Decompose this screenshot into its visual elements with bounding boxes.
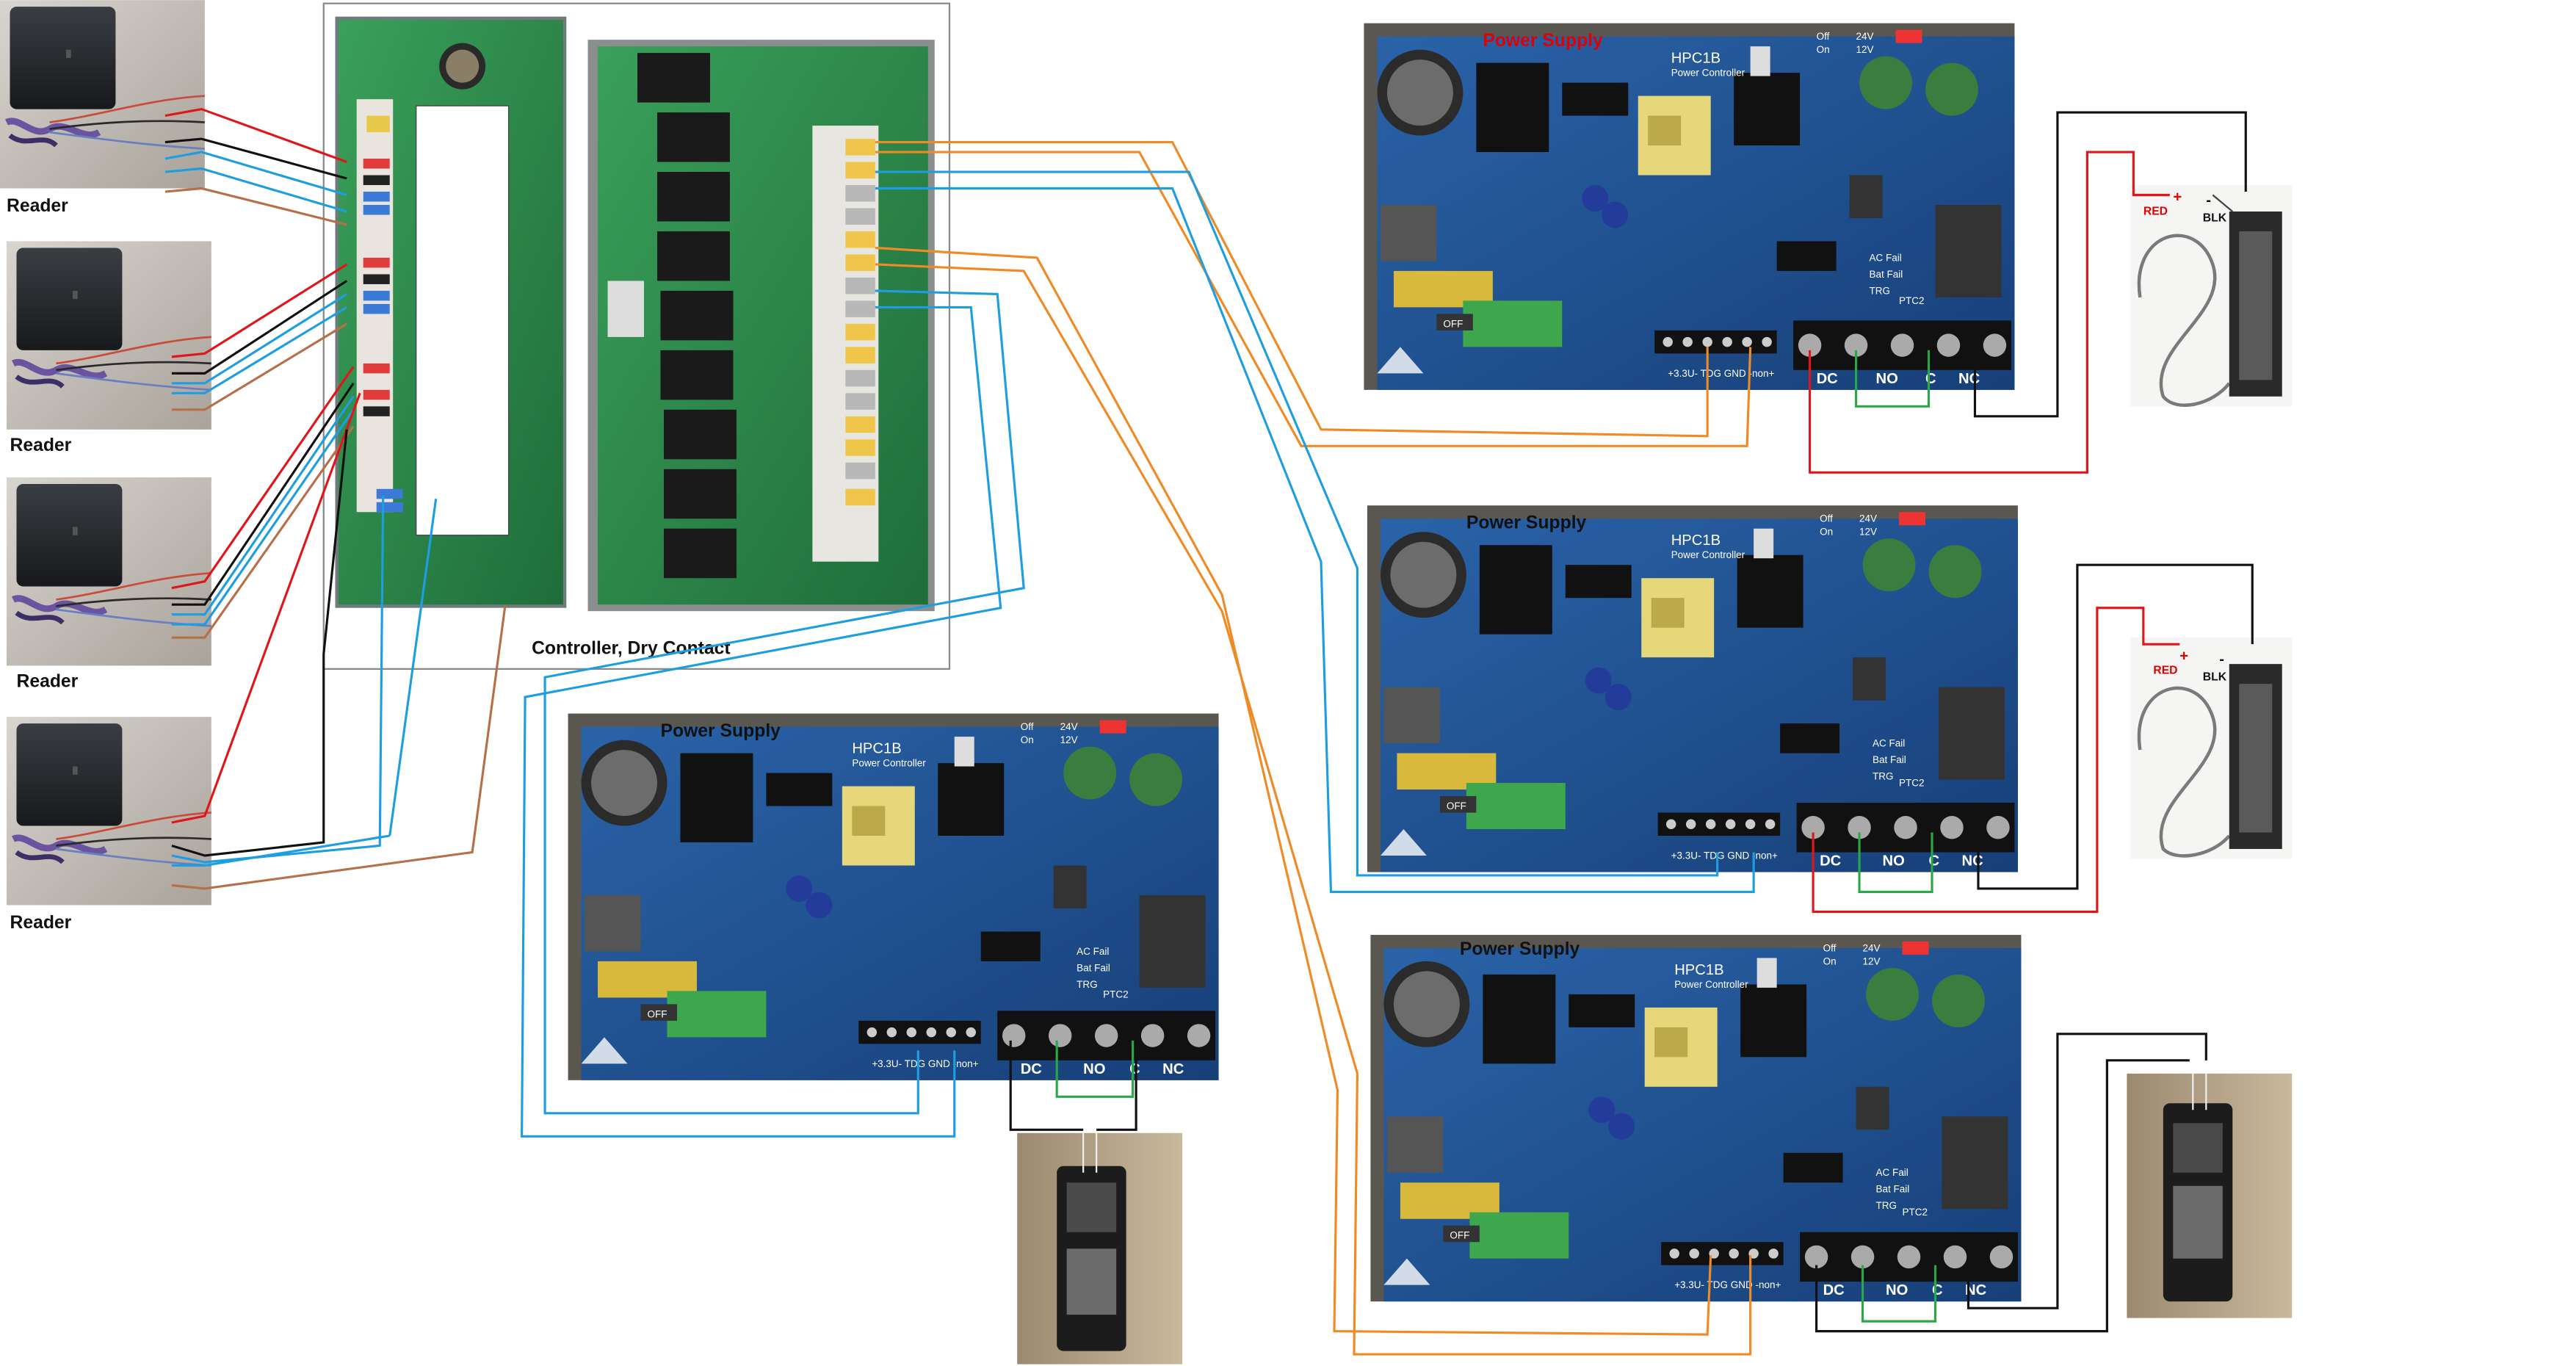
board-bat-fail-1: Bat Fail	[1870, 269, 1903, 280]
board-trg-3: TRG	[1077, 979, 1097, 990]
board-ptc2-1: PTC2	[1899, 295, 1924, 306]
reader-wires	[164, 107, 507, 890]
board-volt-12-2: 12V	[1859, 527, 1877, 538]
board-volt-12-3: 12V	[1060, 734, 1078, 745]
board-switch-on-1: On	[1817, 44, 1830, 55]
board-model-1: HPC1B	[1671, 51, 1721, 67]
board-volt-12-1: 12V	[1856, 44, 1874, 55]
board-ptc2-3: PTC2	[1103, 989, 1128, 1000]
board-ac-fail-3: AC Fail	[1077, 946, 1109, 957]
board-switch-on-4: On	[1823, 955, 1837, 966]
maglock-red-plus-1: RED	[2143, 205, 2168, 217]
board-switch-off-2: Off	[1820, 513, 1833, 524]
reader-label-2: Reader	[10, 436, 71, 455]
board-bat-fail-3: Bat Fail	[1077, 962, 1110, 973]
board-term-label-1: +3.3U- TDG GND -non+	[1668, 368, 1774, 379]
board-ptc2-4: PTC2	[1903, 1207, 1928, 1218]
board-ac-fail-2: AC Fail	[1873, 738, 1905, 749]
board-trg-2: TRG	[1873, 771, 1893, 782]
board-volt-24-4: 24V	[1863, 942, 1881, 953]
board-ac-fail-4: AC Fail	[1876, 1167, 1909, 1178]
term-nc-3: NC	[1162, 1061, 1184, 1077]
board-model-4: HPC1B	[1674, 962, 1723, 978]
board-volt-12-4: 12V	[1863, 955, 1881, 966]
board-sub-3: Power Controller	[852, 758, 926, 769]
term-nc-4: NC	[1965, 1282, 1987, 1298]
term-dc-4: DC	[1823, 1282, 1845, 1298]
board-volt-24-2: 24V	[1859, 513, 1877, 524]
lock-wires	[1009, 111, 2254, 1333]
board-switch-off-4: Off	[1823, 942, 1837, 953]
term-nc-1: NC	[1958, 371, 1980, 387]
blue-wires	[521, 170, 1755, 1138]
door-strike-1	[1017, 1132, 1183, 1365]
door-strike-2	[2127, 1073, 2293, 1318]
term-no-3: NO	[1083, 1061, 1105, 1077]
board-model-3: HPC1B	[852, 741, 901, 757]
reader-1	[0, 0, 205, 188]
board-trg-1: TRG	[1870, 285, 1890, 296]
term-c-4: C	[1932, 1282, 1943, 1298]
term-no-1: NO	[1876, 371, 1898, 387]
term-no-2: NO	[1883, 853, 1905, 869]
board-term-label-4: +3.3U- TDG GND -non+	[1674, 1279, 1781, 1290]
board-off-2: OFF	[1447, 801, 1466, 812]
controller-frame	[322, 2, 951, 671]
reader-label-4: Reader	[10, 913, 71, 933]
term-dc-1: DC	[1817, 371, 1839, 387]
term-dc-2: DC	[1820, 853, 1842, 869]
maglock-red-plus-2: RED	[2153, 665, 2177, 677]
orange-wires	[875, 140, 1752, 1356]
board-bat-fail-2: Bat Fail	[1873, 754, 1906, 765]
board-switch-off-3: Off	[1021, 721, 1034, 732]
board-switch-on-2: On	[1820, 527, 1833, 538]
maglock-blk-1: BLK	[2203, 212, 2227, 224]
reader-2	[7, 241, 211, 429]
term-dc-3: DC	[1021, 1061, 1043, 1077]
power-supply-label-4: Power Supply	[1460, 939, 1580, 959]
board-off-3: OFF	[647, 1008, 667, 1019]
board-off-4: OFF	[1450, 1230, 1469, 1241]
maglock-plus-1: +	[2173, 189, 2182, 205]
maglock-blk-2: BLK	[2203, 671, 2227, 684]
board-ptc2-2: PTC2	[1899, 778, 1924, 789]
board-trg-4: TRG	[1876, 1200, 1897, 1211]
power-supply-label-1: Power Supply	[1483, 31, 1603, 51]
maglock-1	[2130, 185, 2293, 407]
board-volt-24-3: 24V	[1060, 721, 1078, 732]
board-term-label-2: +3.3U- TDG GND -non+	[1671, 850, 1778, 861]
board-sub-1: Power Controller	[1671, 68, 1745, 79]
power-supply-label-3: Power Supply	[660, 721, 781, 741]
term-nc-2: NC	[1961, 853, 1983, 869]
reader-label-3: Reader	[16, 672, 78, 692]
board-sub-4: Power Controller	[1674, 979, 1748, 990]
maglock-minus-1: -	[2206, 192, 2211, 209]
maglock-minus-2: -	[2219, 651, 2224, 668]
reader-label-1: Reader	[7, 196, 68, 216]
maglock-2	[2130, 637, 2293, 859]
term-no-4: NO	[1886, 1282, 1908, 1298]
maglock-plus-2: +	[2179, 648, 2188, 665]
board-model-2: HPC1B	[1671, 532, 1721, 549]
board-off-1: OFF	[1443, 318, 1463, 329]
term-c-2: C	[1929, 853, 1940, 869]
board-ac-fail-1: AC Fail	[1870, 252, 1902, 263]
reader-4	[7, 717, 211, 905]
power-supply-label-2: Power Supply	[1466, 513, 1587, 533]
board-bat-fail-4: Bat Fail	[1876, 1184, 1910, 1195]
term-c-1: C	[1925, 371, 1936, 387]
board-switch-on-3: On	[1021, 734, 1034, 745]
controller-board-1	[335, 16, 567, 608]
board-sub-2: Power Controller	[1671, 549, 1745, 560]
board-term-label-3: +3.3U- TDG GND -non+	[872, 1058, 978, 1069]
controller-board-2	[587, 40, 935, 612]
board-volt-24-1: 24V	[1856, 31, 1874, 42]
board-switch-off-1: Off	[1817, 31, 1830, 42]
